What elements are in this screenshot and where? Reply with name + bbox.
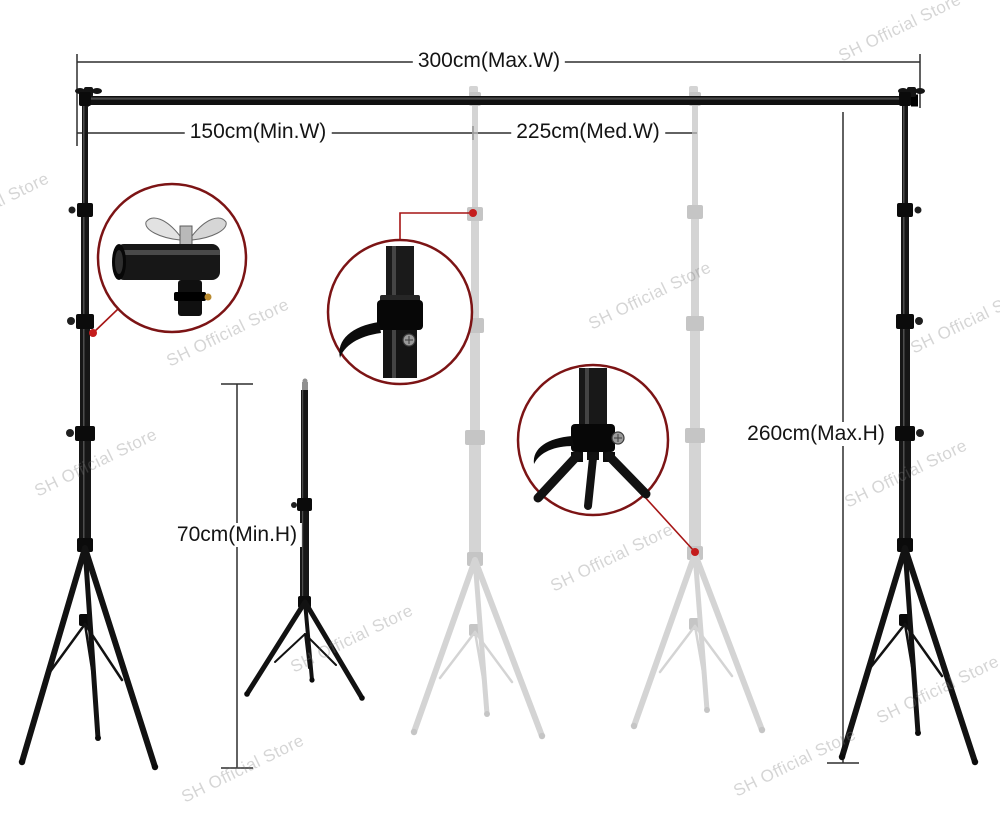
stand-ghost-min-width (410, 86, 546, 740)
dimension-lines (76, 54, 921, 769)
hub-lever-icon (533, 436, 574, 464)
callout-wing-nut-detail (96, 182, 248, 334)
stand-small-min-height (244, 378, 365, 701)
stand-ghost-med-width (630, 86, 766, 734)
dimension-label-max-width: 300cm(Max.W) (412, 49, 566, 73)
wing-nut-icon (145, 217, 181, 241)
callout-pole-clamp-detail (326, 238, 474, 386)
callout-leader-lines (92, 212, 695, 552)
stand-left (18, 92, 159, 771)
dimension-label-max-height: 260cm(Max.H) (742, 422, 890, 446)
callout-leg-hub-detail (516, 363, 670, 517)
dimension-label-min-height: 70cm(Min.H) (171, 523, 303, 547)
dimension-label-med-width: 225cm(Med.W) (511, 120, 665, 144)
dimension-label-min-width: 150cm(Min.W) (184, 120, 332, 144)
crossbar-wing-screws (75, 87, 925, 97)
leader-dots (89, 209, 699, 556)
stand-right (838, 92, 979, 766)
clamp-lever-icon (339, 322, 381, 358)
crossbar (75, 87, 925, 107)
